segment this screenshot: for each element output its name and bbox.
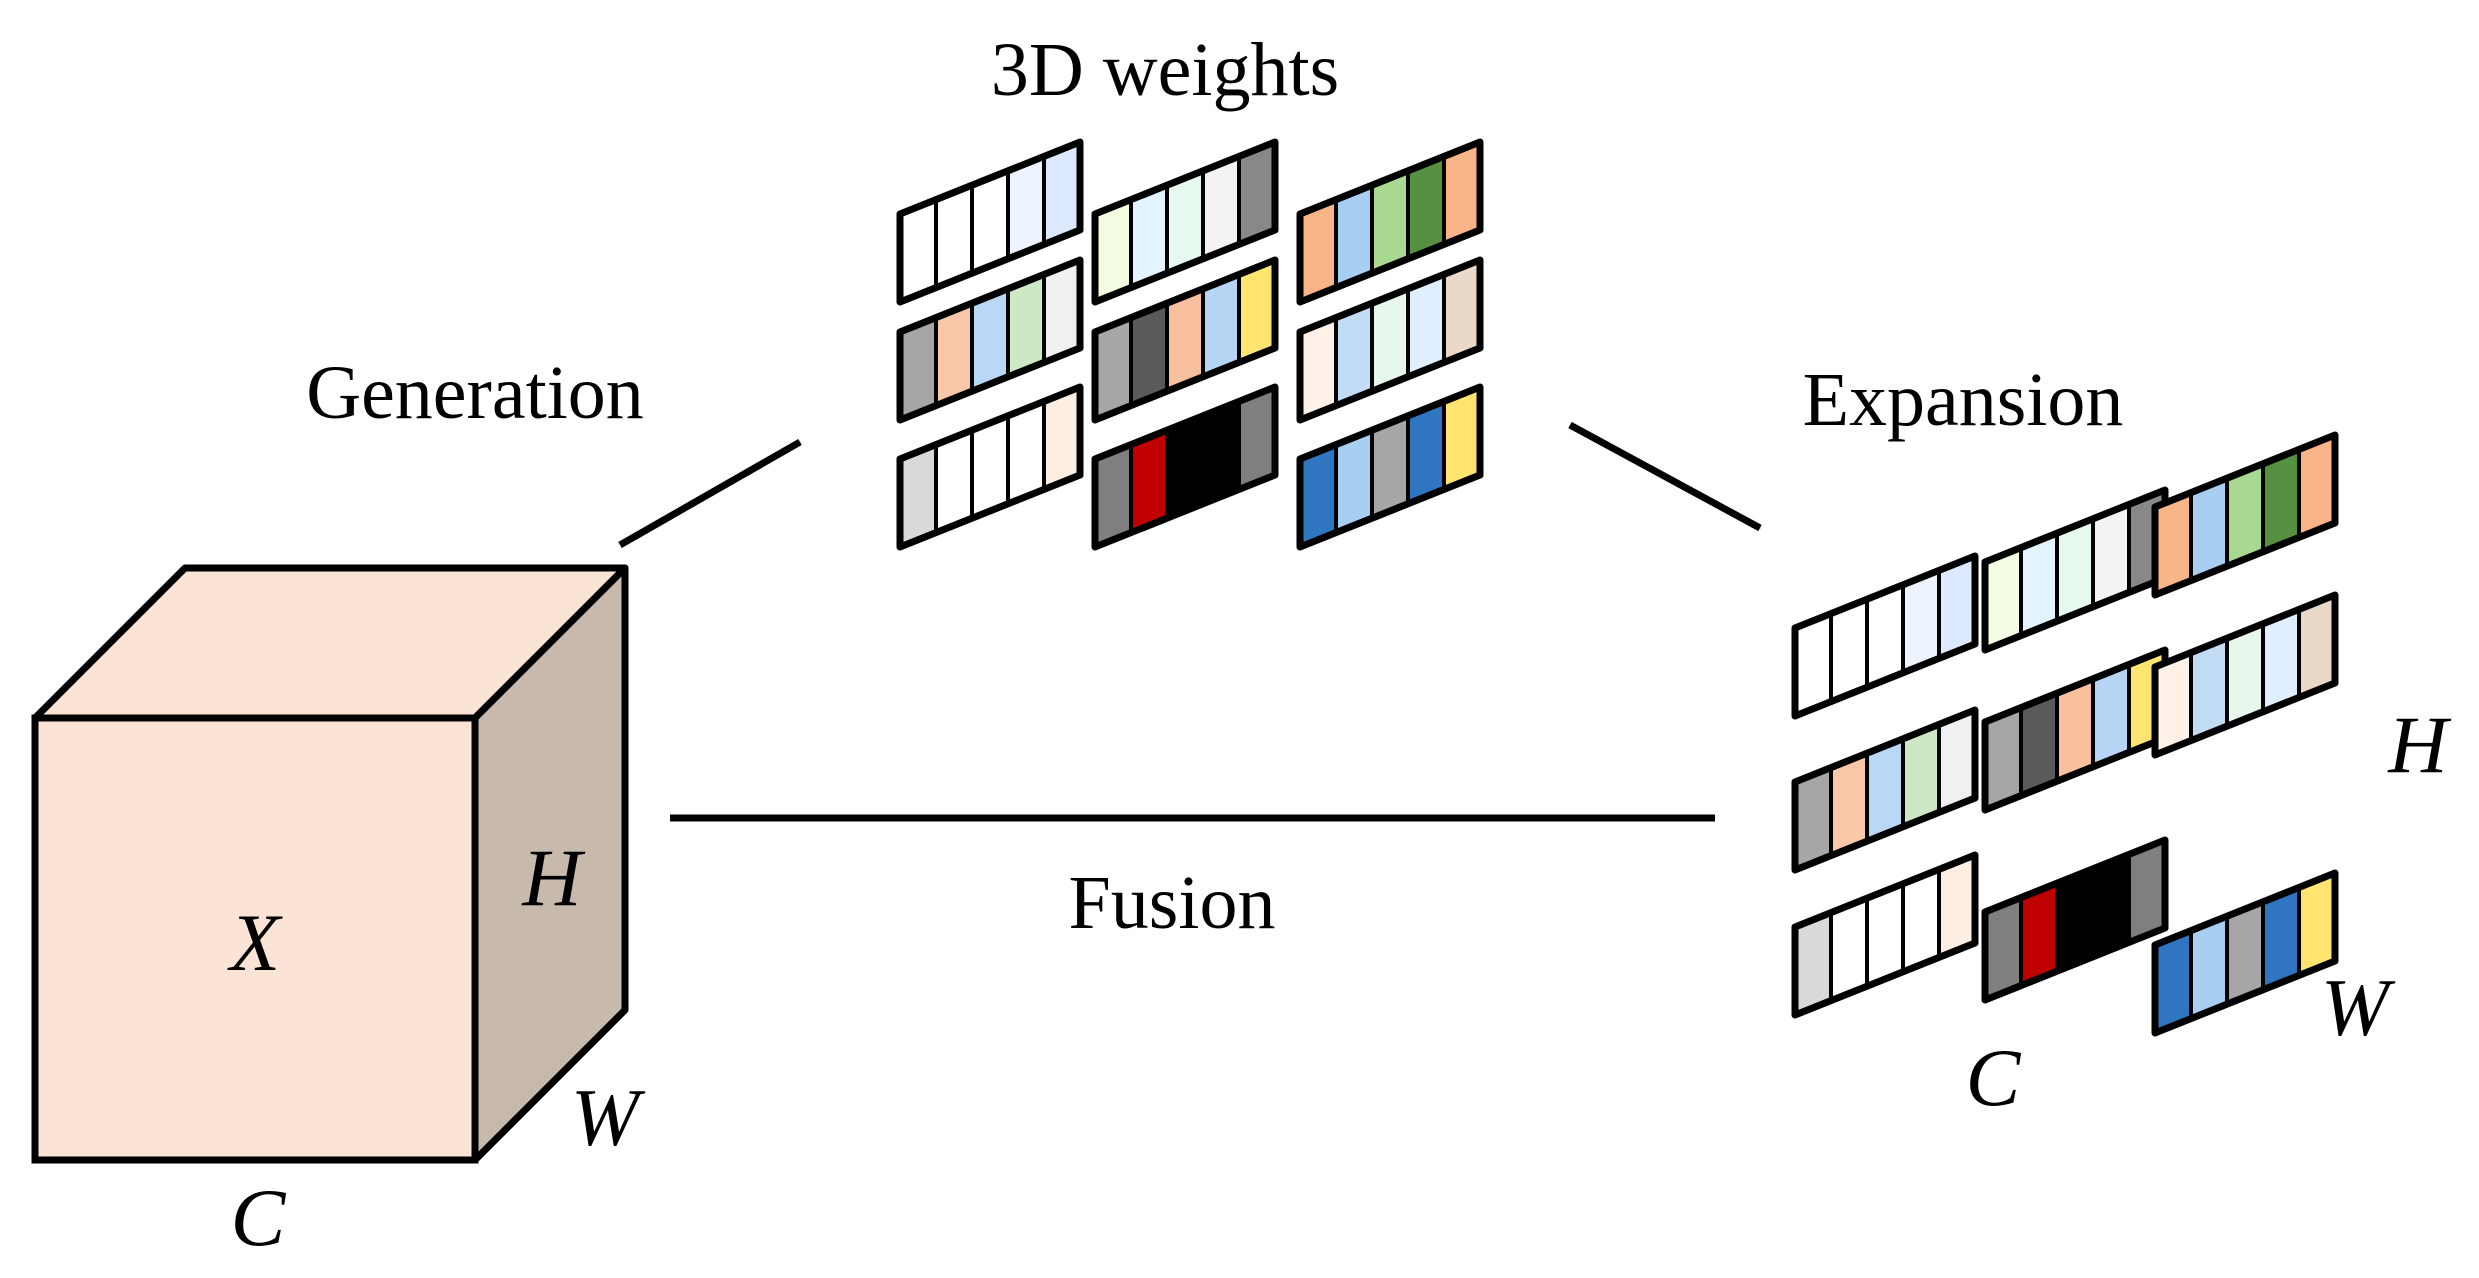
expanded-strip bbox=[1981, 836, 2169, 1004]
generation-label: Generation bbox=[306, 351, 644, 435]
weight-strip-outline bbox=[2151, 431, 2339, 599]
output-label-w: W bbox=[2321, 962, 2396, 1053]
weight-strip bbox=[896, 256, 1084, 424]
weight-strip-outline bbox=[1791, 851, 1979, 1019]
weight-strip-outline bbox=[1981, 646, 2169, 814]
expanded-strip bbox=[1791, 552, 1979, 720]
weight-strip-outline bbox=[1091, 138, 1279, 306]
weight-strip bbox=[1296, 138, 1484, 306]
cube-label-x: X bbox=[227, 897, 283, 988]
expanded-strip bbox=[1981, 646, 2169, 814]
fusion-label: Fusion bbox=[1069, 861, 1276, 945]
cube-label-c: C bbox=[231, 1172, 287, 1263]
expanded-strip bbox=[2151, 591, 2339, 759]
weight-strip-outline bbox=[896, 256, 1084, 424]
weight-strip bbox=[1296, 256, 1484, 424]
input-cube bbox=[31, 564, 629, 1164]
weight-strip-outline bbox=[1091, 383, 1279, 551]
weight-strip-outline bbox=[1091, 256, 1279, 424]
cube-label-h: H bbox=[521, 832, 585, 923]
expanded-weights bbox=[1791, 431, 2339, 1037]
output-label-c: C bbox=[1966, 1032, 2022, 1123]
weights-grid bbox=[896, 138, 1484, 551]
weight-strip-outline bbox=[2151, 591, 2339, 759]
cube-label-w: W bbox=[571, 1072, 646, 1163]
weight-strip bbox=[1296, 383, 1484, 551]
weight-strip bbox=[1091, 138, 1279, 306]
weight-strip bbox=[1091, 256, 1279, 424]
weight-strip-outline bbox=[896, 383, 1084, 551]
expanded-strip bbox=[1981, 486, 2169, 654]
weight-strip-outline bbox=[1981, 486, 2169, 654]
weights-title: 3D weights bbox=[991, 28, 1339, 112]
weight-strip bbox=[896, 383, 1084, 551]
expanded-strip bbox=[1791, 706, 1979, 874]
weight-strip-outline bbox=[1791, 552, 1979, 720]
output-label-h: H bbox=[2387, 699, 2451, 790]
weight-strip bbox=[1091, 383, 1279, 551]
generation-arrow bbox=[618, 438, 802, 549]
expanded-strip bbox=[2151, 869, 2339, 1037]
expansion-arrow bbox=[1568, 421, 1762, 532]
cube-front-face bbox=[31, 714, 479, 1164]
expanded-strip bbox=[1791, 851, 1979, 1019]
weight-strip-outline bbox=[1296, 138, 1484, 306]
weight-strip-outline bbox=[1296, 383, 1484, 551]
weight-strip-outline bbox=[1791, 706, 1979, 874]
expanded-strip bbox=[2151, 431, 2339, 599]
weight-strip-outline bbox=[2151, 869, 2339, 1037]
weight-strip-outline bbox=[896, 138, 1084, 306]
weight-strip-outline bbox=[1981, 836, 2169, 1004]
expansion-label: Expansion bbox=[1803, 358, 2124, 442]
weight-strip bbox=[896, 138, 1084, 306]
weight-strip-outline bbox=[1296, 256, 1484, 424]
